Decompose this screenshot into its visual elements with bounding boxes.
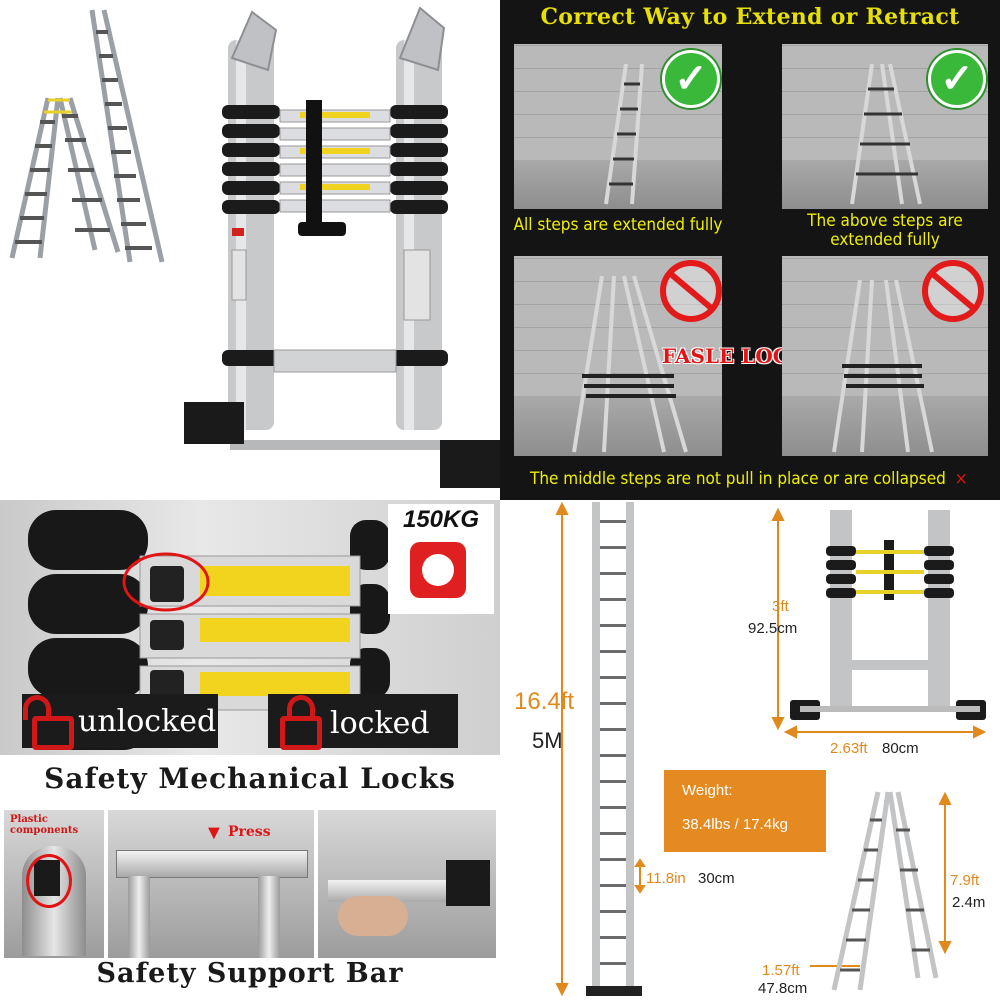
a-frame-height-ft: 7.9ft — [950, 872, 980, 889]
press-label: Press — [228, 824, 271, 840]
extended-ladder-drawing — [586, 502, 642, 996]
folded-height-cm: 92.5cm — [748, 620, 798, 637]
unlocked-label: unlocked — [78, 704, 217, 739]
unlocked-padlock-icon — [23, 695, 74, 750]
total-height-m: 5M — [532, 728, 563, 753]
folded-ladder-image — [184, 6, 500, 488]
cross-icon: × — [954, 469, 968, 489]
check-icon: ✓ — [662, 50, 720, 108]
capacity-label: 150KG — [402, 506, 480, 533]
dimension-drawing — [555, 501, 987, 997]
check-icon: ✓ — [928, 50, 986, 108]
a-frame-drawing — [831, 791, 939, 991]
weight-label: Weight: — [682, 782, 733, 799]
prohibited-icon — [660, 260, 722, 322]
hand-press-photo — [318, 810, 496, 958]
arrow-down-icon: ▼ — [204, 822, 224, 844]
locked-padlock-icon — [280, 695, 322, 750]
safety-locks-panel: 150KG unlocked locked Safety Mechanical … — [0, 500, 500, 1000]
dimensions-panel: 16.4ft 5M 11.8in 30cm 3ft 92.5cm 2.63ft … — [500, 500, 1000, 1000]
capacity-badge: 150KG — [388, 504, 494, 614]
a-frame-base-ft: 1.57ft — [762, 962, 800, 979]
banner-safety-locks: Safety Mechanical Locks — [44, 762, 456, 795]
product-photo-panel — [0, 0, 500, 500]
weight-box: Weight: 38.4lbs / 17.4kg — [664, 770, 826, 852]
prohibited-icon — [922, 260, 984, 322]
caption-all-steps-extended: All steps are extended fully — [513, 215, 723, 235]
photo-extended-a-frame: ✓ — [782, 44, 988, 209]
support-bar-photo: ▼ Press — [108, 810, 314, 958]
a-frame-base-cm: 47.8cm — [758, 980, 808, 997]
base-width-ft: 2.63ft — [830, 740, 868, 757]
photo-wrong-straight — [514, 256, 722, 456]
rung-spacing-cm: 30cm — [698, 870, 735, 887]
folded-ladder-drawing — [790, 510, 986, 720]
weight-value: 38.4lbs / 17.4kg — [682, 816, 788, 833]
scale-icon — [410, 542, 466, 598]
correct-way-panel: Correct Way to Extend or Retract ✓ All s… — [500, 0, 1000, 500]
locked-label: locked — [330, 706, 430, 741]
panel-title: Correct Way to Extend or Retract — [540, 4, 960, 30]
a-frame-height-m: 2.4m — [952, 894, 986, 911]
caption-middle-steps-warning: The middle steps are not pull in place o… — [530, 469, 968, 489]
photo-extended-straight: ✓ — [514, 44, 722, 209]
folded-height-ft: 3ft — [772, 598, 789, 615]
photo-wrong-a-frame — [782, 256, 988, 456]
locked-indicator: locked — [268, 694, 458, 750]
ladder-product-illustration — [9, 6, 500, 488]
a-frame-ladder-image — [9, 97, 121, 259]
caption-above-steps-extended: The above steps are extended fully — [807, 211, 963, 250]
rung-spacing-in: 11.8in — [646, 870, 686, 887]
plastic-components-photo: Plastic components — [4, 810, 104, 958]
base-width-cm: 80cm — [882, 740, 919, 757]
straight-ladder-image — [89, 9, 165, 263]
total-height-ft: 16.4ft — [514, 688, 575, 715]
unlocked-indicator: unlocked — [22, 694, 218, 750]
banner-safety-support-bar: Safety Support Bar — [96, 958, 404, 989]
